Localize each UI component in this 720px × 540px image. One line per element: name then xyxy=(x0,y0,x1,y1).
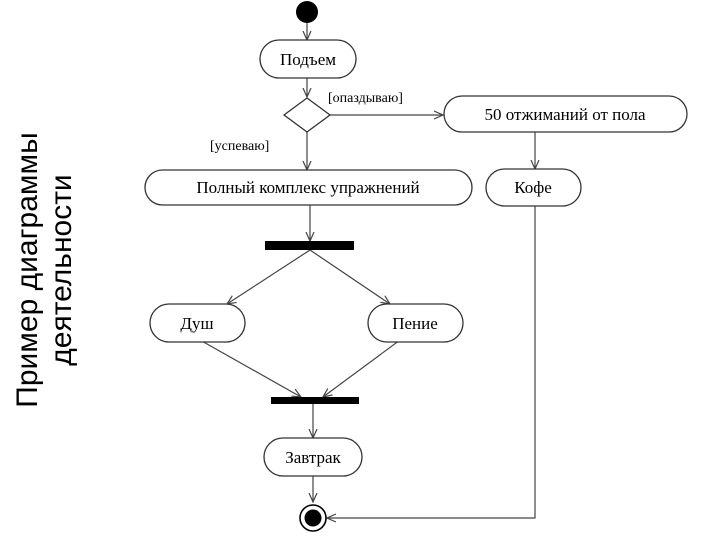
guard-on-time: [успеваю] xyxy=(210,139,269,154)
action-coffee-label: Кофе xyxy=(514,178,552,197)
action-full-workout-label: Полный комплекс упражнений xyxy=(196,178,419,197)
edge-fork-to-singing xyxy=(309,249,390,304)
action-breakfast: Завтрак xyxy=(263,437,363,477)
action-shower: Душ xyxy=(149,303,246,343)
fork-bar xyxy=(265,241,354,250)
edge-singing-to-join xyxy=(323,339,401,397)
action-pushups-label: 50 отжиманий от пола xyxy=(484,105,646,124)
action-breakfast-label: Завтрак xyxy=(285,448,341,467)
join-bar xyxy=(271,397,359,404)
decision-node xyxy=(282,97,332,133)
action-singing: Пение xyxy=(367,303,464,343)
edge-shower-to-join xyxy=(199,339,301,397)
action-pushups: 50 отжиманий от пола xyxy=(443,95,688,133)
guard-late: [опаздываю] xyxy=(328,91,403,106)
initial-node xyxy=(296,1,318,23)
edge-fork-to-shower xyxy=(227,249,311,304)
action-shower-label: Душ xyxy=(180,314,213,333)
action-coffee: Кофе xyxy=(485,168,582,207)
edge-coffee-to-final xyxy=(327,206,536,518)
action-wake-up: Подъем xyxy=(259,39,357,79)
action-singing-label: Пение xyxy=(392,314,438,333)
action-wake-up-label: Подъем xyxy=(280,50,336,69)
action-full-workout: Полный комплекс упражнений xyxy=(144,169,473,206)
final-node xyxy=(299,504,327,532)
